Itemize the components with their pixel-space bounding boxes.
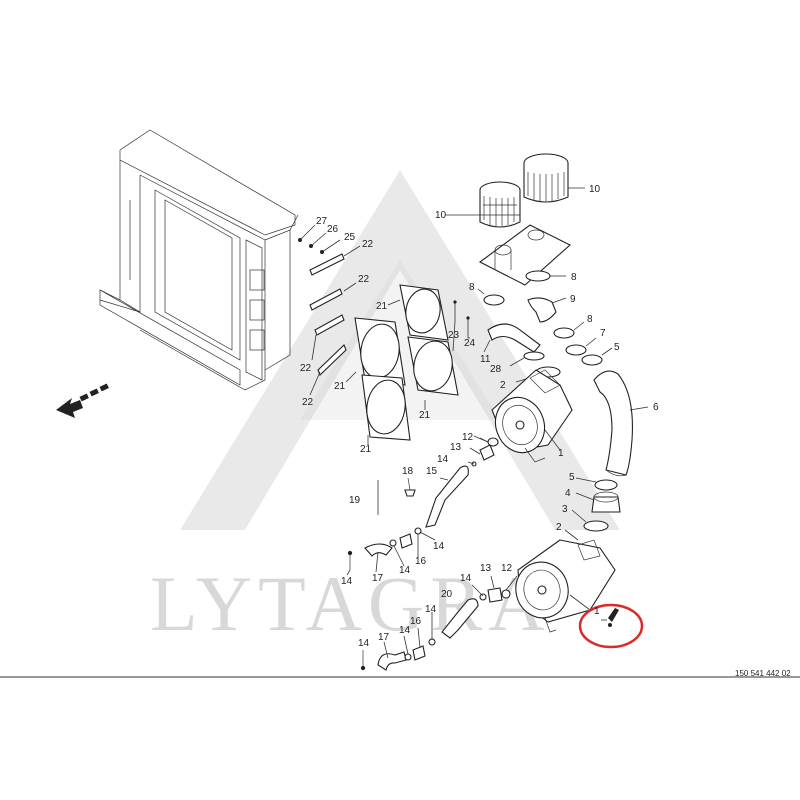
callout-26: 26 [327,224,339,235]
callout-19: 19 [349,495,361,506]
sensor-18 [404,477,416,497]
callout-4: 4 [565,488,571,499]
callout-21: 21 [419,410,431,421]
callout-27: 27 [316,216,328,227]
hose-clamps-8 [477,270,585,339]
callout-9: 9 [570,294,576,305]
callout-14: 14 [437,454,449,465]
callout-12: 12 [501,563,513,574]
callout-13: 13 [480,563,492,574]
clamps-right [565,337,613,366]
callout-22: 22 [362,239,374,250]
lower-bottom-hoses [360,638,436,671]
callout-14: 14 [358,638,370,649]
callout-11: 11 [480,354,491,365]
callout-18: 18 [402,466,414,477]
leader-lines [346,321,518,659]
callout-16: 16 [415,556,427,567]
callout-14: 14 [460,573,472,584]
callout-22: 22 [358,274,370,285]
callout-1: 1 [558,448,564,459]
callout-14: 14 [399,625,411,636]
bolts-23-24 [453,300,470,338]
callout-17: 17 [372,573,384,584]
callout-16: 16 [410,616,422,627]
callout-17: 17 [378,632,390,643]
callout-10: 10 [589,184,601,195]
callout-1: 1 [594,606,600,617]
callout-5: 5 [569,472,575,483]
callout-5: 5 [614,342,620,353]
callout-14: 14 [341,576,353,587]
callout-21: 21 [376,301,388,312]
callout-8: 8 [469,282,475,293]
callout-28: 28 [490,364,502,375]
callout-24: 24 [464,338,476,349]
callout-10: 10 [435,210,447,221]
seal-strips [309,245,361,396]
callout-7: 7 [600,328,606,339]
callout-21: 21 [334,381,346,392]
callout-15: 15 [426,466,438,477]
callout-14: 14 [399,565,411,576]
intake-plate [478,224,571,286]
callout-14: 14 [425,604,437,615]
fan-shroud-rings [345,284,459,445]
hose-15 [425,461,477,528]
pre-cleaner-left [479,181,521,228]
cooler-frame [99,129,299,391]
pre-cleaner-right [523,153,569,203]
callout-20: 20 [441,589,453,600]
callout-2: 2 [556,522,562,533]
callout-25: 25 [344,232,356,243]
callout-14: 14 [433,541,445,552]
lower-left-hoses [347,527,422,570]
clamps-lower [564,477,621,541]
callout-22: 22 [302,397,314,408]
callout-8: 8 [587,314,593,325]
callout-2: 2 [500,380,506,391]
air-filter-upper [491,369,573,463]
callout-22: 22 [300,363,312,374]
highlight-marker [578,603,644,649]
connector-lower [487,587,511,603]
callout-3: 3 [562,504,568,515]
hose-6 [593,370,649,477]
callout-8: 8 [571,272,577,283]
drawing-number: 150 541 442 02 [735,669,791,678]
callout-labels: 10 10 27 26 25 22 22 22 22 8 8 8 9 7 5 5… [300,184,659,649]
callout-21: 21 [360,444,372,455]
connector-upper [469,437,499,461]
fasteners-top [298,224,341,254]
hose-20 [441,593,487,639]
callout-13: 13 [450,442,462,453]
callout-6: 6 [653,402,659,413]
direction-arrow-icon [56,383,109,418]
elbow-hose-9 [527,297,567,323]
air-filter-lower [515,539,616,633]
callout-12: 12 [462,432,474,443]
